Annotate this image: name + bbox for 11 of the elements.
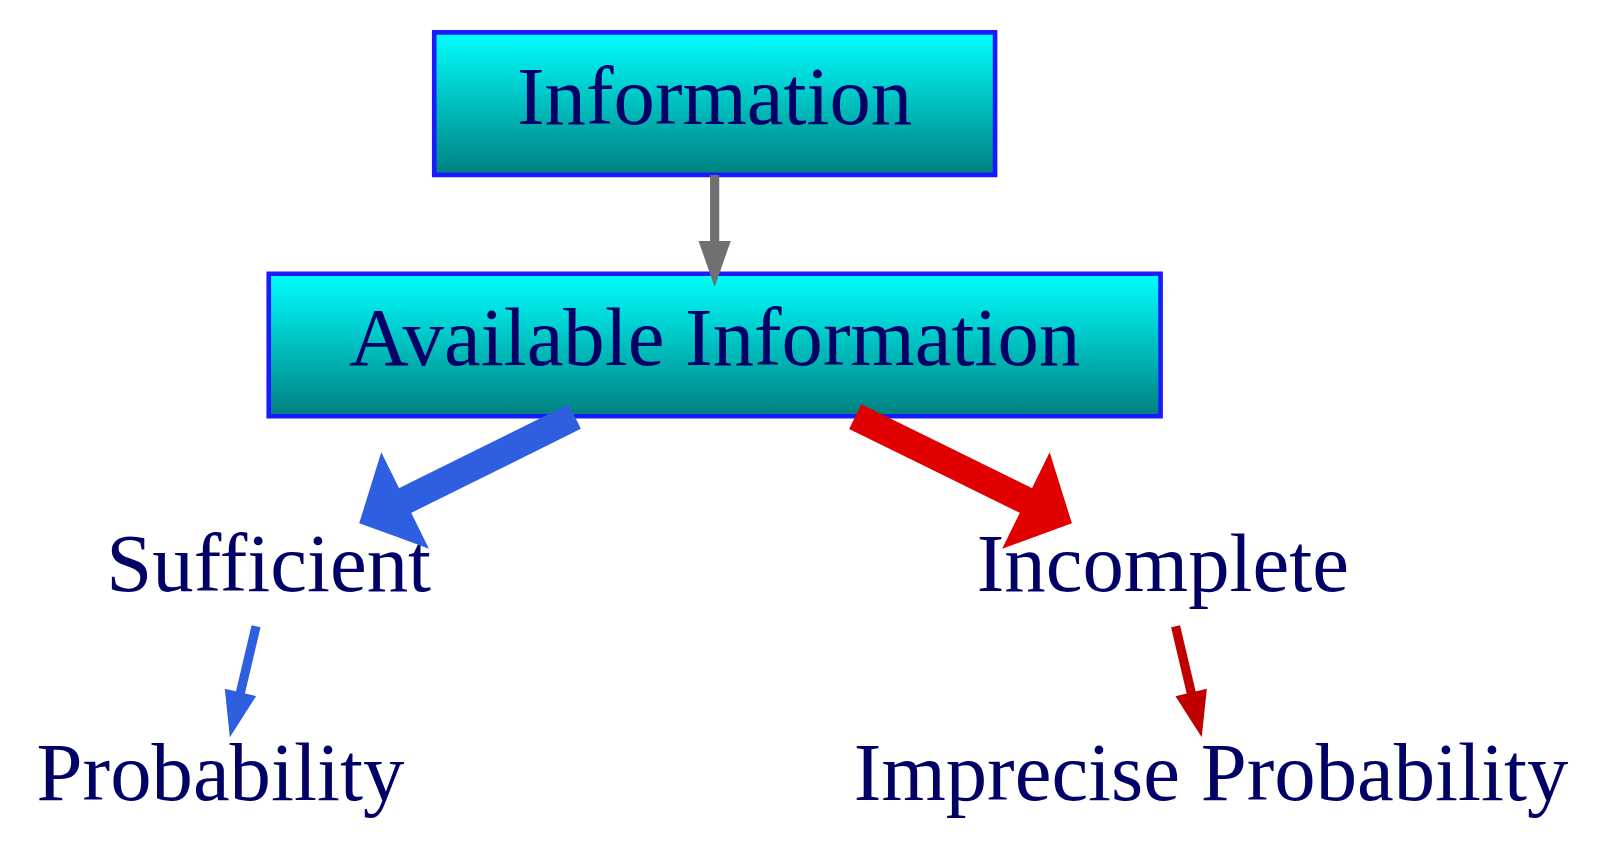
node-text: Imprecise Probability (853, 725, 1568, 818)
node-box: Available Information (265, 271, 1163, 419)
node-text: Sufficient (105, 516, 431, 609)
arrow (224, 625, 261, 738)
node-text: Probability (36, 725, 404, 818)
node-text: Incomplete (976, 516, 1349, 609)
arrow (358, 404, 581, 549)
arrow (698, 175, 731, 288)
arrow (848, 404, 1072, 549)
arrow (1170, 625, 1207, 738)
node-box: Information (431, 30, 997, 178)
